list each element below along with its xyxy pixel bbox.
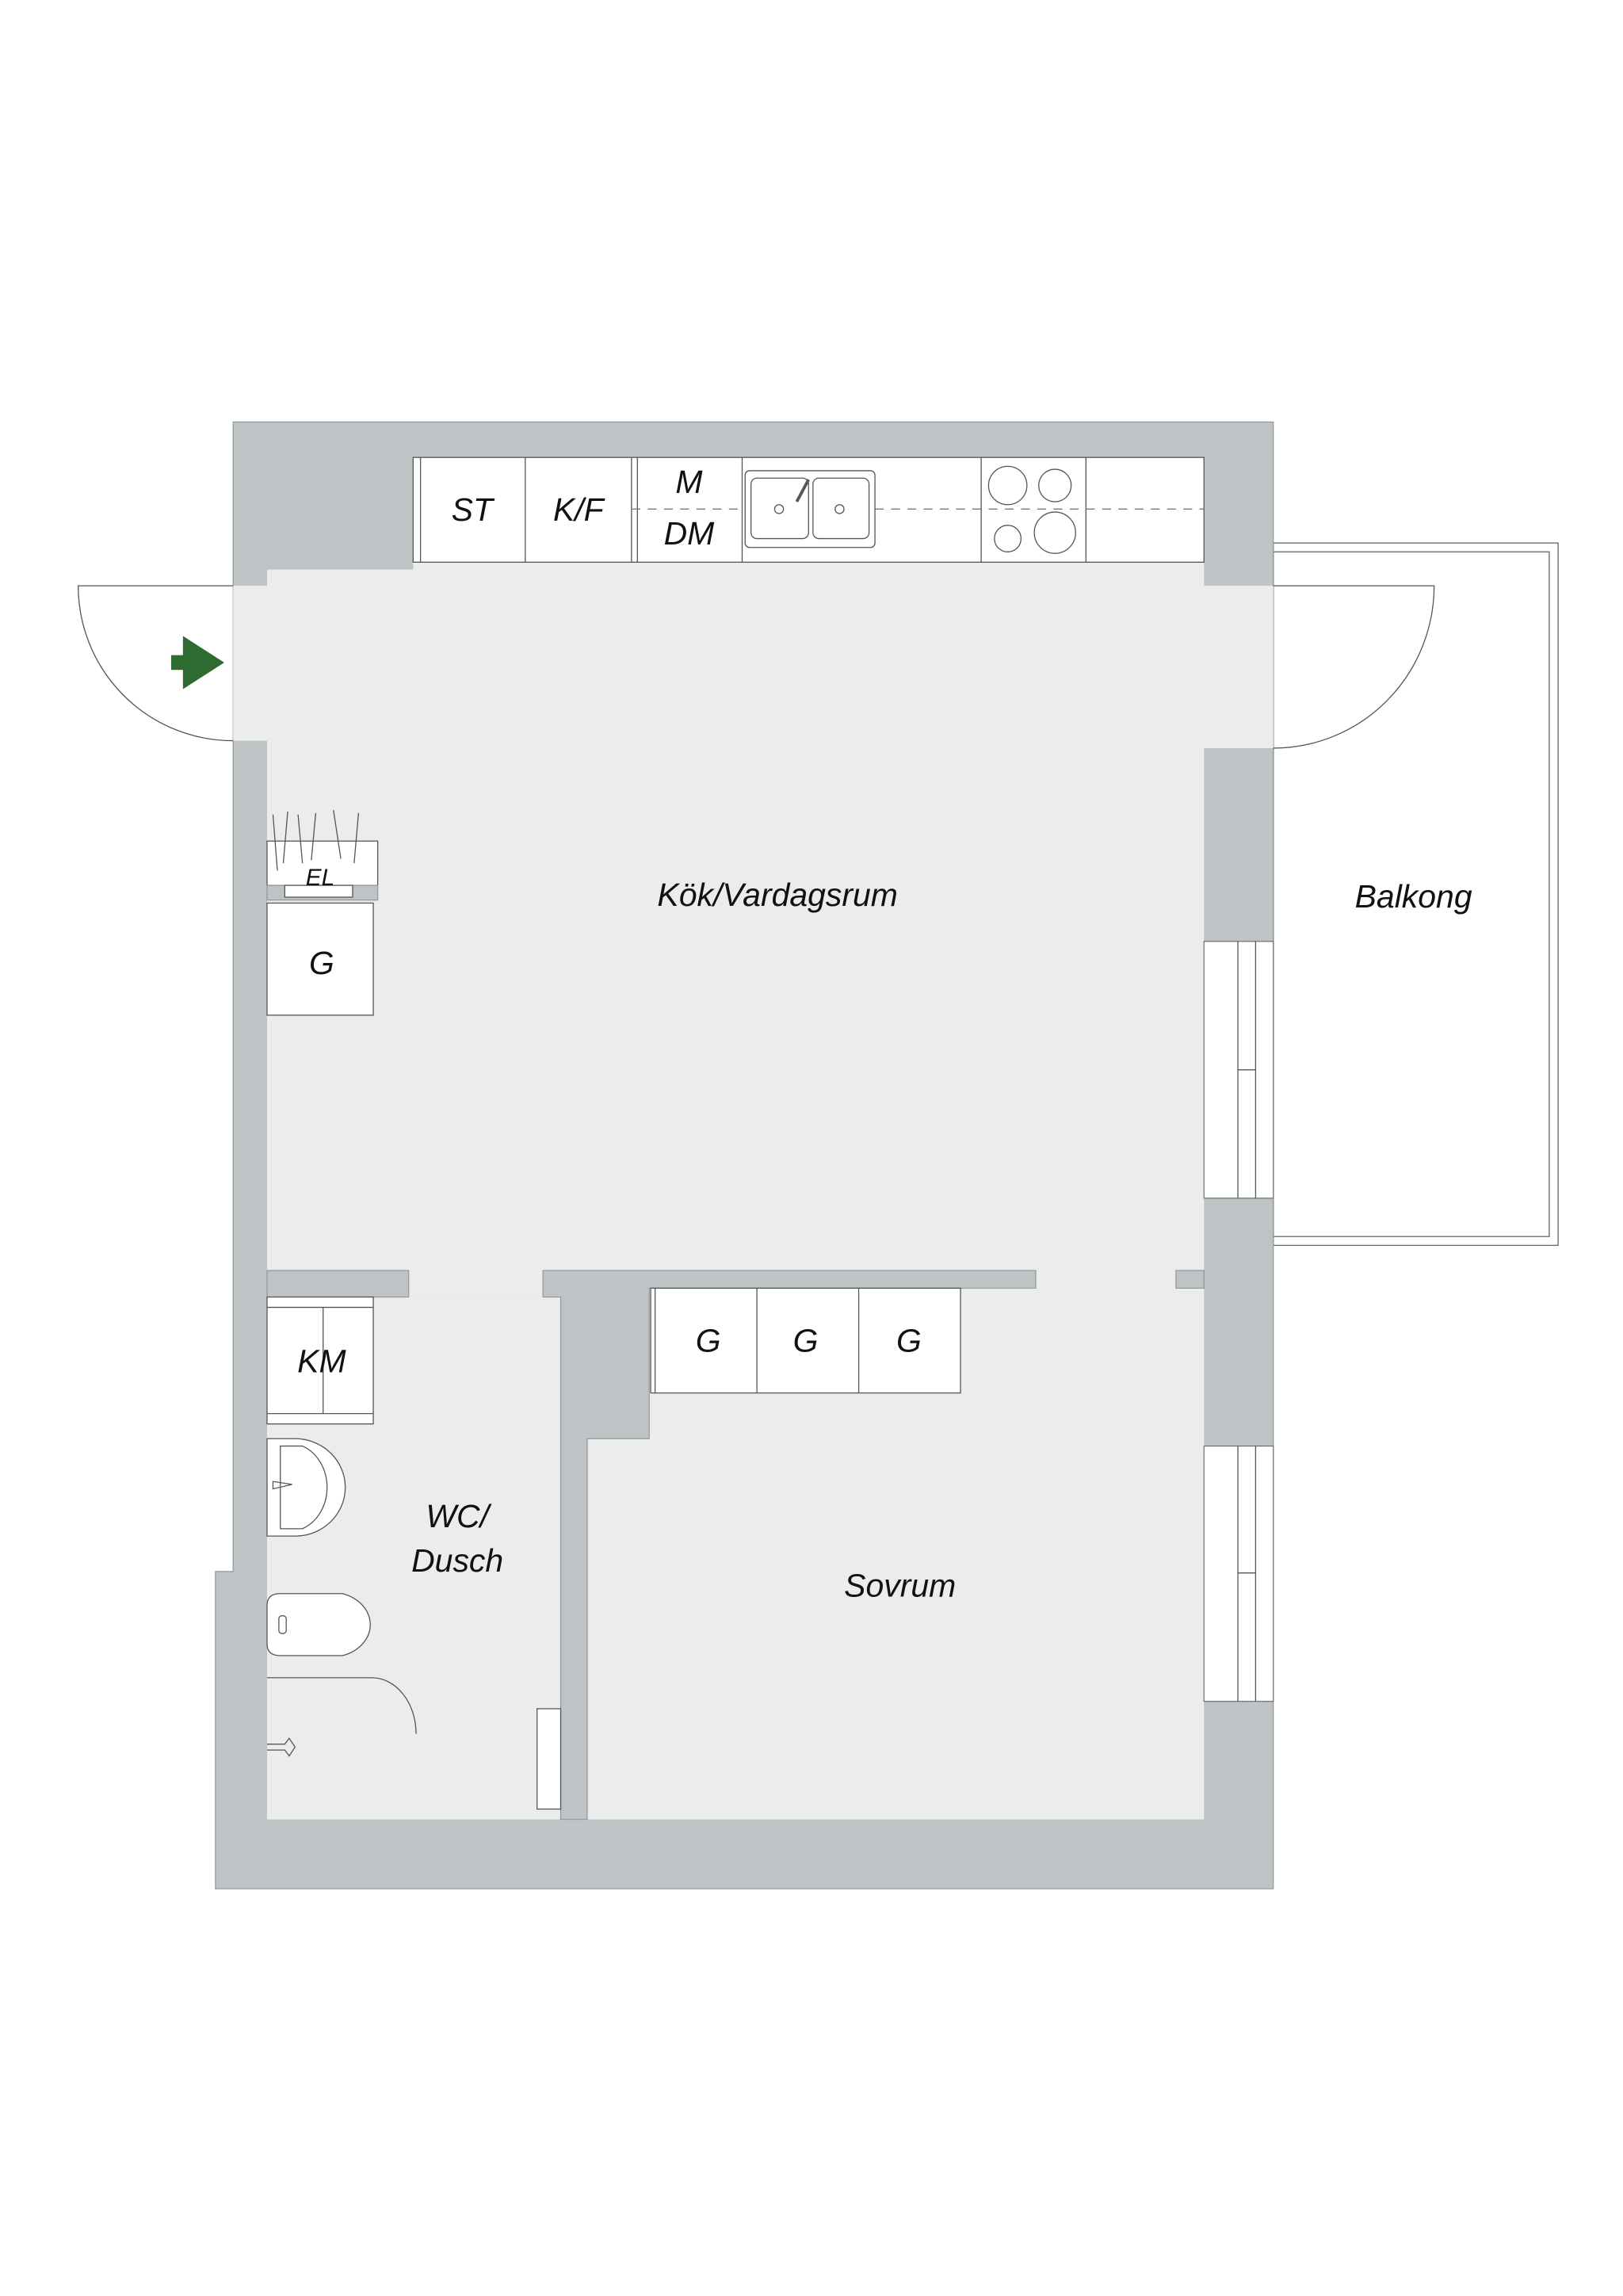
hall-closet-label: G	[309, 945, 334, 981]
kitchen-counter: ST K/F M DM	[412, 457, 1205, 563]
washing-machine-label: KM	[297, 1343, 346, 1379]
wardrobe-label: G	[696, 1322, 721, 1358]
window	[1203, 941, 1274, 1199]
shower-head-icon	[266, 1737, 296, 1757]
electric-panel: EL	[266, 810, 379, 901]
bathroom-door	[537, 1708, 562, 1810]
washing-machine: KM	[266, 1296, 374, 1425]
room-label-balcony: Balkong	[1355, 878, 1472, 915]
stove-tower-label: ST	[452, 491, 495, 528]
dishwasher-label: DM	[664, 515, 716, 552]
room-label-bath: WC/	[426, 1498, 491, 1534]
balcony	[1273, 542, 1559, 1247]
sink-icon	[744, 470, 876, 548]
room-label-bath: Dusch	[411, 1542, 503, 1579]
interior-walls	[266, 1270, 1205, 1820]
electric-panel-label: EL	[306, 865, 334, 891]
washbasin-icon	[266, 1438, 346, 1537]
balcony-door-swing	[1273, 585, 1435, 749]
fridge-freezer-label: K/F	[553, 491, 605, 528]
window	[1203, 1446, 1274, 1702]
floors	[233, 562, 1274, 1820]
wardrobe-label: G	[793, 1322, 819, 1358]
shower-screen	[266, 1677, 417, 1734]
room-label-bedroom: Sovrum	[844, 1567, 956, 1603]
entrance-door-swing	[78, 585, 234, 742]
toilet-icon	[266, 1593, 371, 1656]
microwave-label: M	[675, 464, 703, 500]
wardrobes: G G G	[650, 1287, 961, 1394]
room-label-living: Kök/Vardagsrum	[657, 877, 898, 913]
stove-icon	[987, 465, 1076, 554]
hall-closet: G	[266, 902, 374, 1016]
entrance-arrow-icon	[170, 636, 224, 690]
wardrobe-label: G	[896, 1322, 922, 1358]
